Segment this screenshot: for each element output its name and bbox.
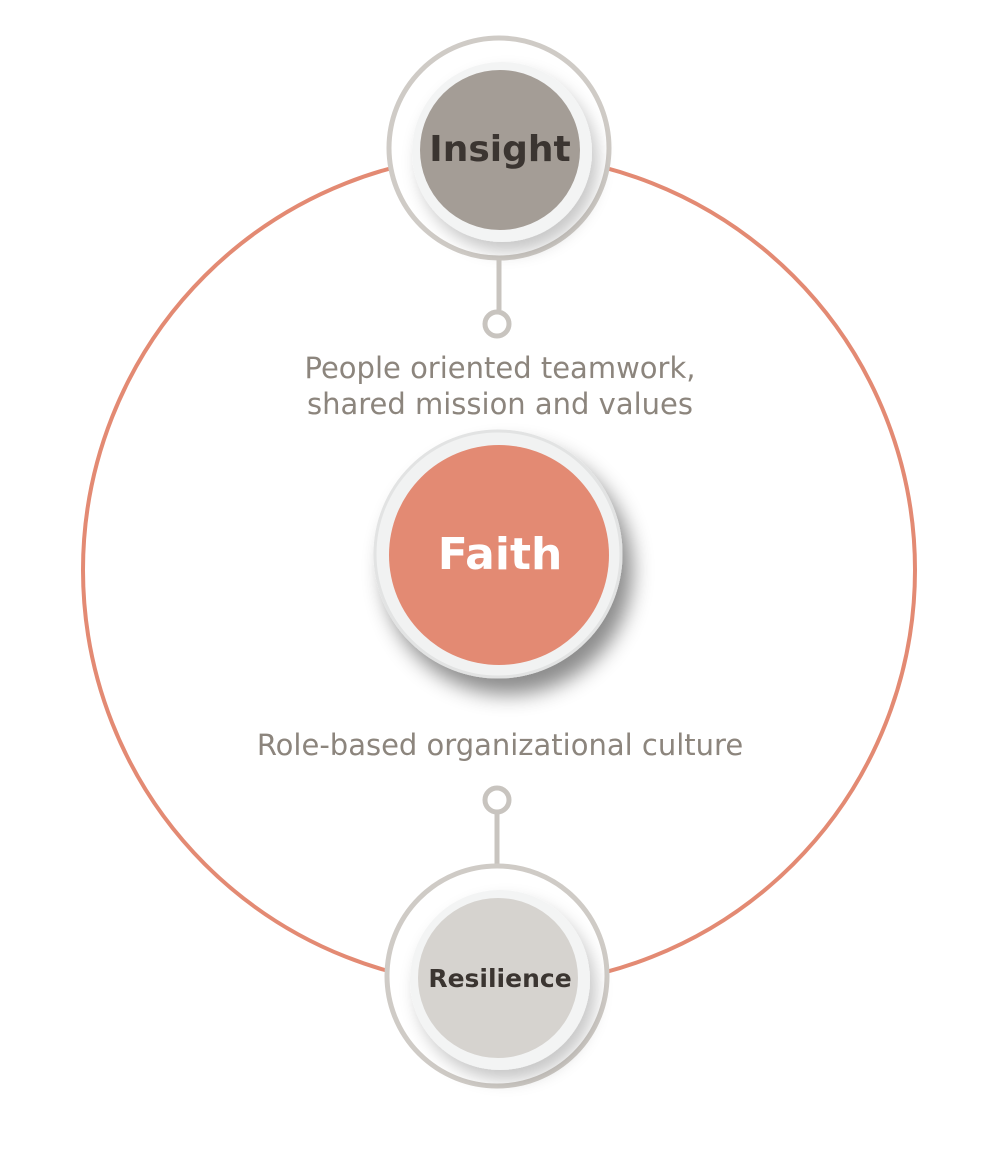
resilience-node <box>384 863 610 1089</box>
upper-caption-line-1: People oriented teamwork, <box>304 351 696 385</box>
resilience-label: Resilience <box>428 964 572 993</box>
insight-connector-dot <box>482 309 512 339</box>
insight-circle <box>420 70 580 230</box>
insight-label: Insight <box>429 129 571 170</box>
resilience-connector-dot <box>482 785 512 815</box>
insight-node <box>386 35 612 261</box>
faith-label: Faith <box>437 529 563 580</box>
faith-circle <box>389 445 609 665</box>
resilience-circle <box>418 898 578 1058</box>
upper-caption-line-2: shared mission and values <box>306 387 694 421</box>
faith-node <box>373 429 623 679</box>
lower-caption: Role-based organizational culture <box>256 728 744 762</box>
